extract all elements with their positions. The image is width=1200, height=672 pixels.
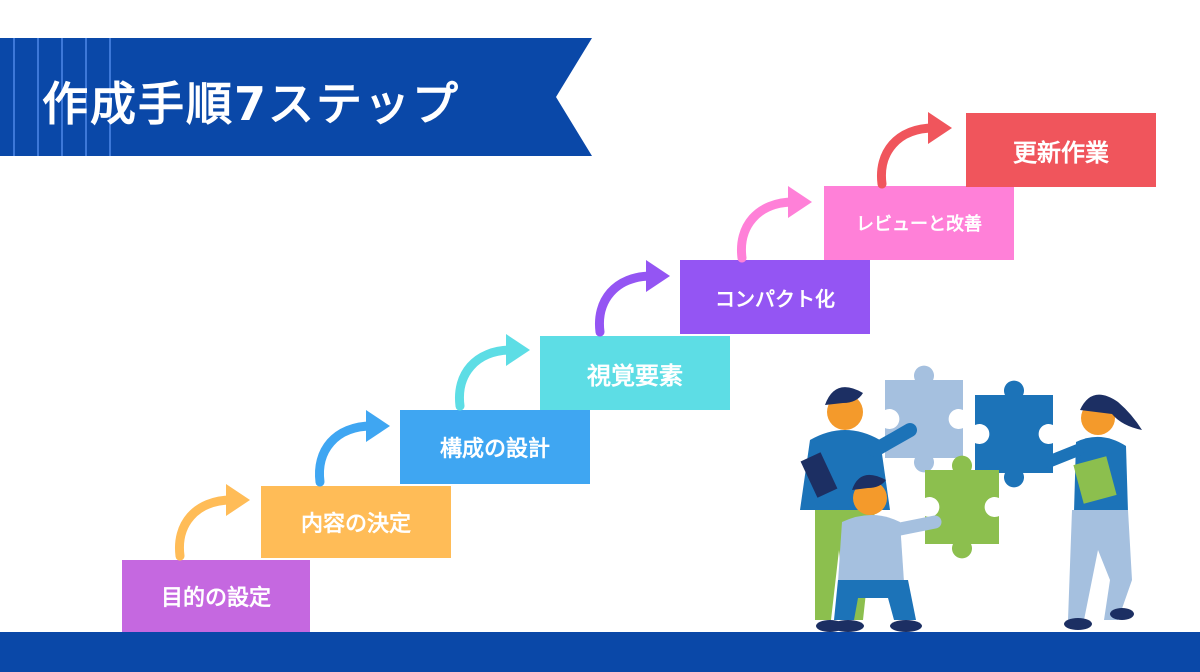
puzzle-piece-icon: [925, 455, 999, 559]
step-5-compaction: コンパクト化: [680, 260, 870, 334]
step-2-content-decision: 内容の決定: [261, 486, 451, 558]
title-banner: 作成手順7ステップ: [0, 38, 592, 156]
arrow-3-icon: [454, 334, 530, 411]
step-4-visual-elements: 視覚要素: [540, 336, 730, 410]
step-3-label: 構成の設計: [439, 437, 550, 462]
banner-shape: [0, 38, 592, 156]
step-7-label: 更新作業: [1013, 138, 1109, 167]
arrow-1-icon: [174, 484, 250, 561]
step-7-update-work: 更新作業: [966, 113, 1156, 187]
arrow-4-icon: [594, 260, 670, 337]
step-1-goal-setting: 目的の設定: [122, 560, 310, 632]
arrow-2-icon: [314, 410, 390, 487]
step-3-structure-design: 構成の設計: [400, 410, 590, 484]
step-2-label: 内容の決定: [300, 512, 411, 537]
step-1-label: 目的の設定: [160, 586, 271, 611]
step-5-label: コンパクト化: [715, 286, 835, 311]
floor-bar: [0, 632, 1200, 672]
step-6-label: レビューと改善: [856, 214, 982, 235]
teamwork-illustration: [800, 365, 1142, 632]
step-6-review-improve: レビューと改善: [824, 186, 1014, 260]
arrow-5-icon: [736, 186, 812, 263]
puzzle-piece-icon: [885, 365, 963, 473]
arrow-6-icon: [876, 112, 952, 189]
step-4-label: 視覚要素: [587, 361, 683, 390]
puzzle-piece-icon: [975, 380, 1053, 488]
person-icon: [832, 474, 942, 632]
person-icon: [1042, 394, 1142, 630]
page-title: 作成手順7ステップ: [42, 77, 461, 131]
